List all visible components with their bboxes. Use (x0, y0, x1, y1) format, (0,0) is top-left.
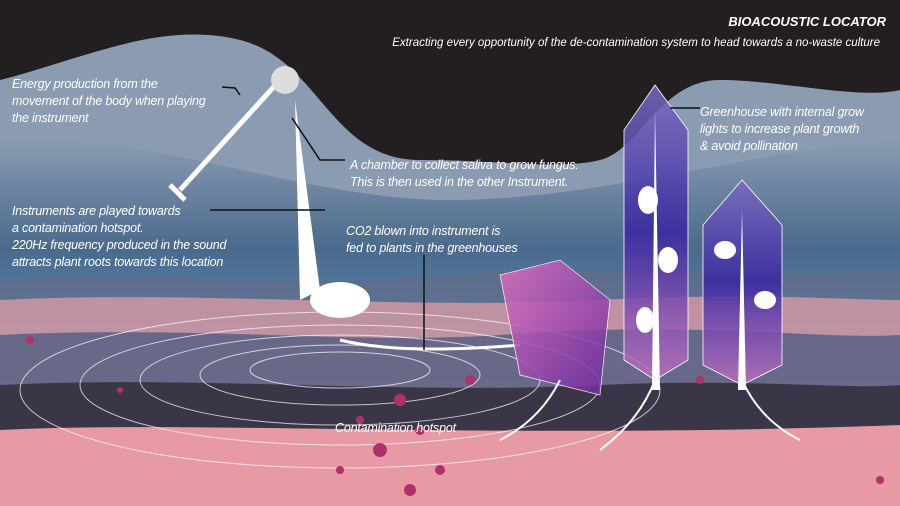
annotation-hotspot: Contamination hotspot (335, 421, 456, 435)
annotation-co2: CO2 blown into instrument is fed to plan… (346, 224, 518, 255)
annotation-energy: Energy production from the movement of t… (12, 77, 206, 125)
annotation-chamber: A chamber to collect saliva to grow fung… (350, 158, 579, 189)
page-subtitle: Extracting every opportunity of the de-c… (392, 37, 880, 49)
page-title: BIOACOUSTIC LOCATOR (728, 14, 886, 29)
annotation-greenhouse: Greenhouse with internal grow lights to … (700, 105, 864, 153)
annotation-instruments: Instruments are played towards a contami… (12, 204, 227, 269)
